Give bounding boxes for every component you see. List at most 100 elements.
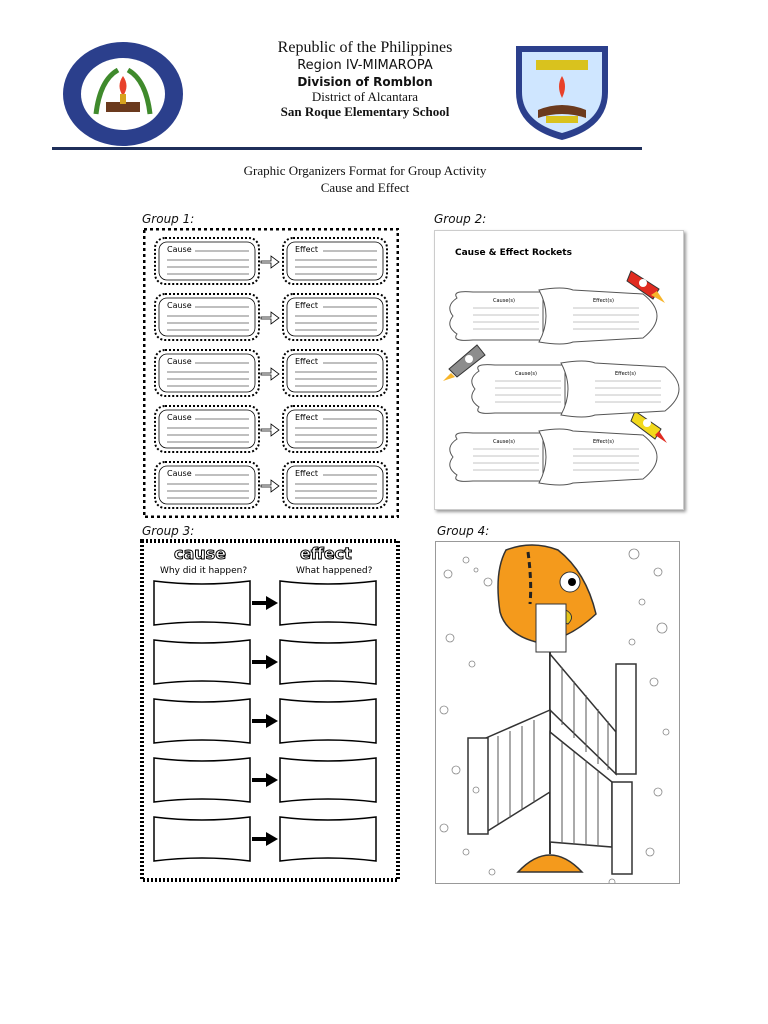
red-rocket-icon <box>626 270 665 303</box>
g3-row <box>153 757 377 803</box>
g4-bubble <box>451 765 461 775</box>
district-name: District of Alcantara <box>311 89 419 104</box>
g1-cause-label: Cause <box>167 245 192 254</box>
g3-arrow-icon <box>252 655 278 669</box>
page-title: Graphic Organizers Format for Group Acti… <box>243 163 487 178</box>
g3-arrow-icon <box>252 714 278 728</box>
right-seal <box>510 40 614 144</box>
g1-effect-label: Effect <box>295 301 318 310</box>
g3-cause-box <box>153 816 251 862</box>
g1-arrow-icon <box>260 367 280 381</box>
g4-bubble <box>473 567 479 573</box>
g1-cause-box: Cause <box>154 405 260 453</box>
g2-effect-label: Effect(s) <box>615 371 636 377</box>
fish-head <box>497 544 597 653</box>
effect-heading: effect <box>300 544 352 563</box>
g3-row <box>153 698 377 744</box>
country-name: Republic of the Philippines <box>277 39 453 56</box>
g3-effect-box <box>279 639 377 685</box>
rockets-heading: Cause & Effect Rockets <box>455 248 572 258</box>
g4-bubble <box>628 638 636 646</box>
g4-bubble <box>649 677 659 687</box>
g1-effect-box: Effect <box>282 237 388 285</box>
g1-cause-label: Cause <box>167 469 192 478</box>
g1-effect-box: Effect <box>282 461 388 509</box>
school-name: San Roque Elementary School <box>280 104 450 119</box>
g3-arrow-icon <box>252 596 278 610</box>
g1-cause-label: Cause <box>167 413 192 422</box>
g1-arrow-icon <box>260 423 280 437</box>
g4-bubble <box>439 823 449 833</box>
group-1-label: Group 1: <box>142 212 195 226</box>
g1-effect-box: Effect <box>282 349 388 397</box>
g4-bubble <box>628 548 640 560</box>
g3-arrow-icon <box>252 773 278 787</box>
group-4-label: Group 4: <box>437 524 490 538</box>
g1-effect-box: Effect <box>282 293 388 341</box>
svg-text:★: ★ <box>156 91 164 101</box>
g4-bubble <box>483 577 493 587</box>
g3-row <box>153 816 377 862</box>
yellow-rocket-icon <box>630 410 667 443</box>
g3-effect-box <box>279 816 377 862</box>
g4-bubble <box>653 787 663 797</box>
g1-arrow-icon <box>260 479 280 493</box>
g4-bubble <box>645 847 655 857</box>
g4-bubble <box>472 786 480 794</box>
g4-bubble <box>638 598 646 606</box>
g3-cause-box <box>153 639 251 685</box>
g4-bubble <box>653 567 663 577</box>
g2-effect-label: Effect(s) <box>593 298 614 304</box>
g4-bubble <box>488 868 496 876</box>
g1-cause-box: Cause <box>154 237 260 285</box>
g1-cause-box: Cause <box>154 293 260 341</box>
cause-heading: cause <box>174 544 226 563</box>
cause-question: Why did it happen? <box>160 566 247 576</box>
g4-bubble <box>468 660 476 668</box>
g1-cause-box: Cause <box>154 349 260 397</box>
group-3-label: Group 3: <box>142 524 195 538</box>
g2-rocket-row: Cause(s) Effect(s) <box>449 287 658 345</box>
g2-cause-label: Cause(s) <box>493 298 515 304</box>
page-subtitle: Cause and Effect <box>320 180 410 195</box>
g1-arrow-icon <box>260 255 280 269</box>
g3-row <box>153 580 377 626</box>
g1-effect-label: Effect <box>295 469 318 478</box>
g1-effect-label: Effect <box>295 357 318 366</box>
g3-row <box>153 639 377 685</box>
g1-cause-label: Cause <box>167 357 192 366</box>
g1-effect-label: Effect <box>295 245 318 254</box>
group-2-organizer: Cause & Effect Rockets Cause(s) Effect(s)… <box>434 230 684 510</box>
g3-cause-box <box>153 757 251 803</box>
gray-rocket-icon <box>443 344 486 381</box>
g1-cause-box: Cause <box>154 461 260 509</box>
g1-arrow-icon <box>260 311 280 325</box>
g1-effect-label: Effect <box>295 413 318 422</box>
g2-rocket-row: Cause(s) Effect(s) <box>449 428 658 486</box>
g4-bubble <box>462 848 470 856</box>
g1-effect-box: Effect <box>282 405 388 453</box>
group-2-label: Group 2: <box>434 212 487 226</box>
g3-effect-box <box>279 698 377 744</box>
g4-bubble <box>439 705 449 715</box>
effect-question: What happened? <box>296 566 373 576</box>
g2-effect-label: Effect(s) <box>593 439 614 445</box>
g4-bubble <box>656 622 668 634</box>
group-3-organizer: cause effect Why did it happen? What hap… <box>140 539 400 882</box>
g3-cause-box <box>153 580 251 626</box>
region-name: Region IV-MIMAROPA <box>297 58 433 73</box>
g2-rocket-row: Cause(s)Effect(s) <box>471 360 680 418</box>
left-seal: ★ ★ <box>60 40 186 148</box>
g3-effect-box <box>279 757 377 803</box>
g3-arrow-icon <box>252 832 278 846</box>
header-divider <box>52 147 642 150</box>
g4-bubble <box>608 878 616 883</box>
g4-bubble <box>443 569 453 579</box>
g3-cause-box <box>153 698 251 744</box>
g4-bubble <box>462 556 470 564</box>
division-name: Division of Romblon <box>297 75 433 89</box>
g1-cause-label: Cause <box>167 301 192 310</box>
g2-cause-label: Cause(s) <box>493 439 515 445</box>
g4-bubble <box>662 728 670 736</box>
